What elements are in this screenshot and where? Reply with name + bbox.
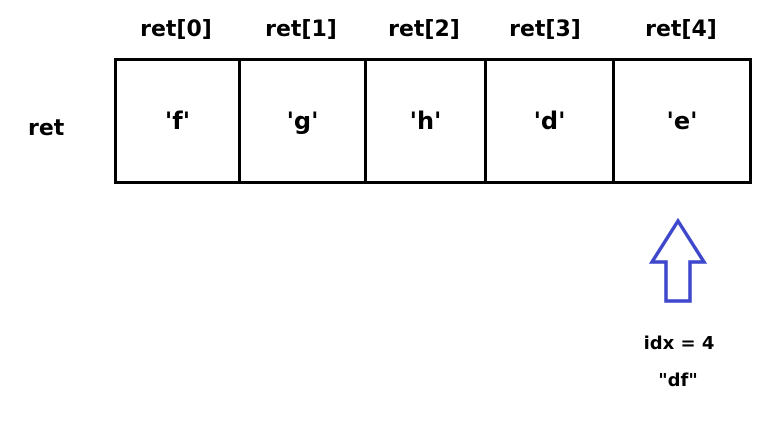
array-cell-3: 'd' bbox=[487, 61, 615, 181]
index-label-2: ret[2] bbox=[388, 17, 460, 42]
array-cell-0: 'f' bbox=[117, 61, 241, 181]
index-label-3: ret[3] bbox=[509, 17, 581, 42]
arrow-shape bbox=[648, 218, 708, 303]
array-name-label: ret bbox=[28, 116, 65, 141]
cell-value-4: 'e' bbox=[666, 107, 698, 135]
array-cell-4: 'e' bbox=[615, 61, 749, 181]
cell-value-0: 'f' bbox=[164, 107, 191, 135]
string-value-label: "df" bbox=[658, 370, 698, 391]
cell-value-3: 'd' bbox=[533, 107, 566, 135]
cell-value-1: 'g' bbox=[286, 107, 319, 135]
index-label-0: ret[0] bbox=[140, 17, 212, 42]
cell-value-2: 'h' bbox=[409, 107, 442, 135]
array-cell-2: 'h' bbox=[367, 61, 487, 181]
index-label-4: ret[4] bbox=[645, 17, 717, 42]
array-cell-1: 'g' bbox=[241, 61, 367, 181]
array-cells: 'f' 'g' 'h' 'd' 'e' bbox=[114, 58, 752, 184]
index-pointer-label: idx = 4 bbox=[643, 333, 715, 354]
index-label-1: ret[1] bbox=[265, 17, 337, 42]
up-arrow-icon bbox=[648, 218, 708, 303]
index-labels: ret[0] ret[1] ret[2] ret[3] ret[4] bbox=[0, 17, 778, 49]
